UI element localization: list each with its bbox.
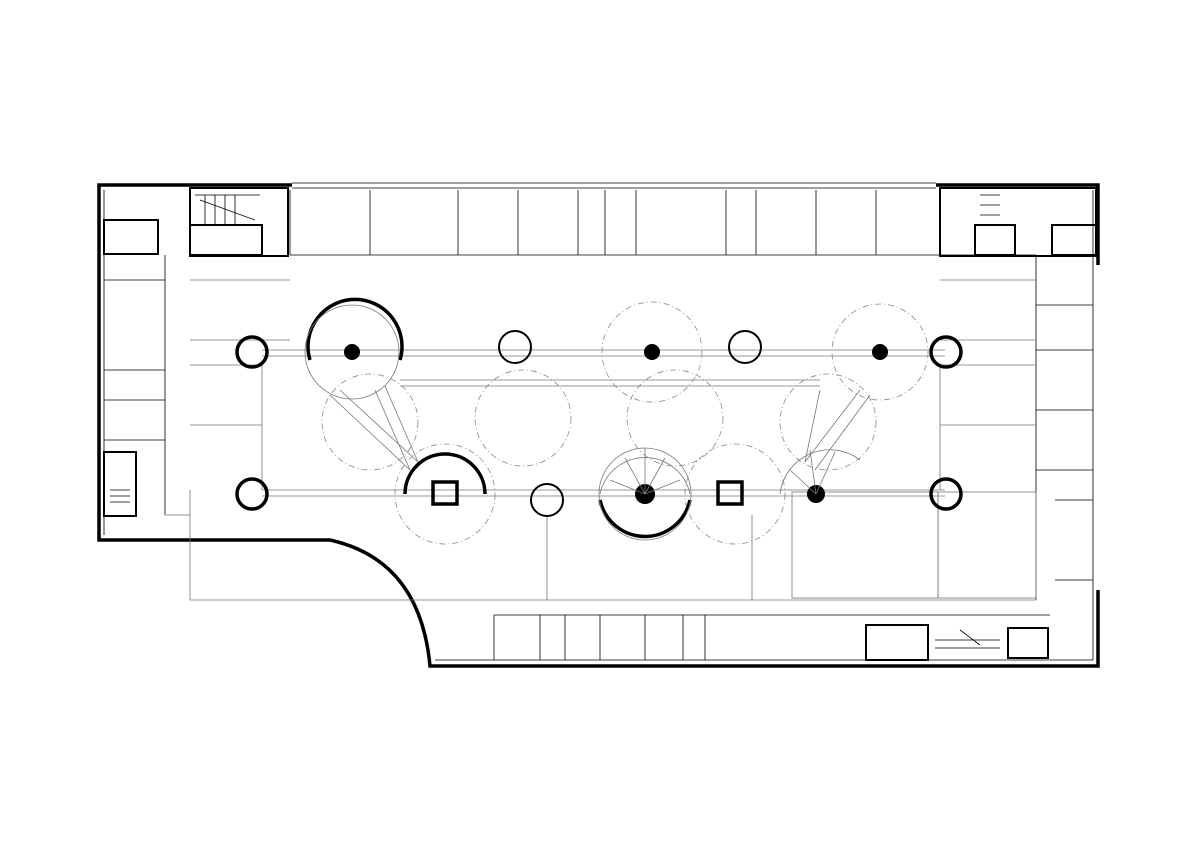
bottom-offices [493,614,1050,661]
dashed-circles [321,301,929,545]
spiral-stair [599,448,861,495]
columns [235,297,963,541]
corner-core-right [939,187,1097,600]
top-offices [289,190,1036,256]
atrium [165,279,1037,601]
corner-core-left [103,187,289,517]
